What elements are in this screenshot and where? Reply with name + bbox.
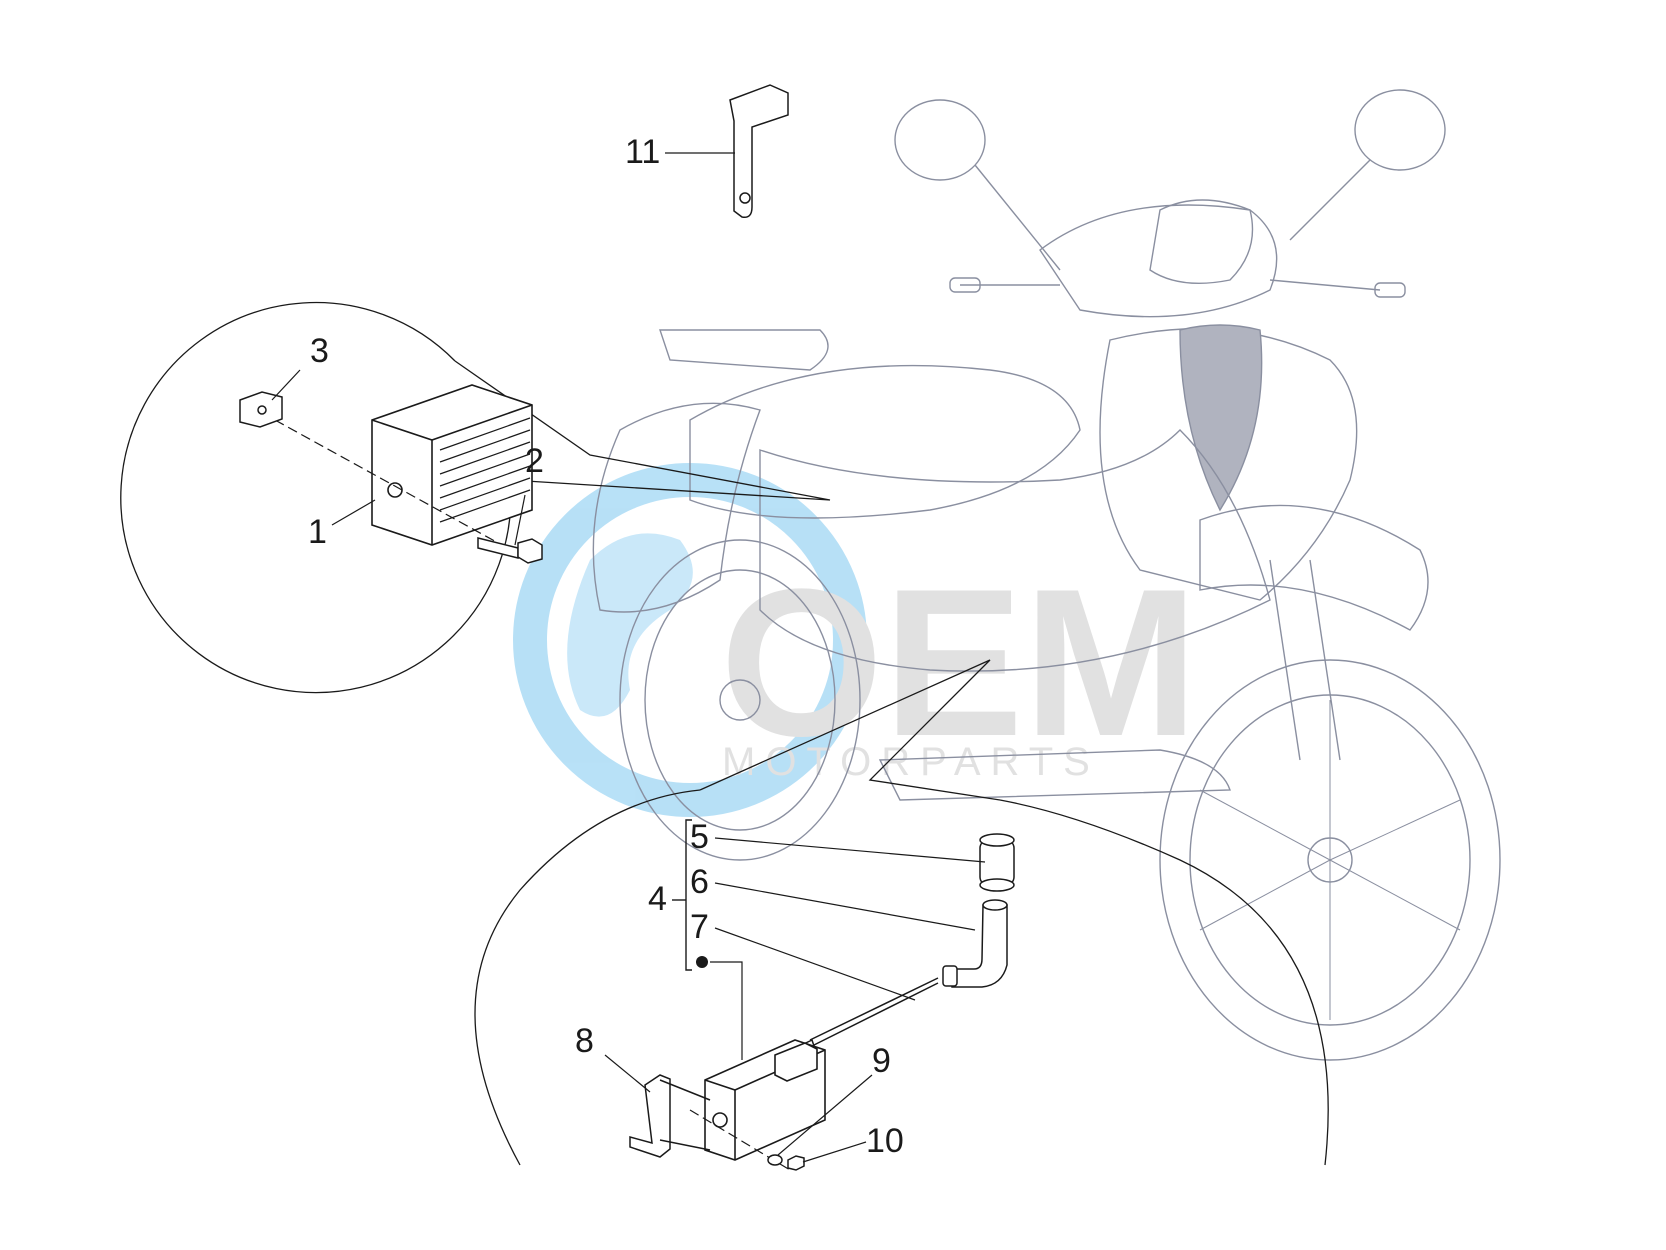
callout-11: 11 xyxy=(625,133,660,171)
bolt xyxy=(477,537,543,564)
clip-nut xyxy=(239,391,283,428)
scooter-illustration xyxy=(592,89,1501,1061)
watermark-brand: OEM xyxy=(720,545,1198,780)
side-panel xyxy=(759,429,1271,672)
left-mirror xyxy=(894,99,986,181)
seat xyxy=(689,364,1081,519)
group-bracket xyxy=(672,819,692,971)
grommet xyxy=(979,833,1015,892)
right-mirror xyxy=(1354,89,1446,171)
headset xyxy=(1039,204,1278,318)
watermark-continent-icon xyxy=(567,533,693,717)
callout-labels: 1 2 3 4 5 6 7 8 9 10 11 xyxy=(308,133,904,1160)
bracket xyxy=(729,84,789,219)
immobilizer-decoder xyxy=(704,1039,826,1161)
rear-rack xyxy=(659,329,829,371)
callout-4: 4 xyxy=(648,880,667,918)
callout-10: 10 xyxy=(866,1122,904,1160)
group-dot xyxy=(696,956,708,968)
callout-9: 9 xyxy=(872,1042,891,1080)
voltage-regulator xyxy=(371,384,533,546)
leader-lines xyxy=(271,152,986,1163)
washer xyxy=(767,1154,783,1166)
callout-5: 5 xyxy=(690,818,709,856)
antenna-cap xyxy=(942,899,1008,988)
callout-8: 8 xyxy=(575,1022,594,1060)
callout-7: 7 xyxy=(690,908,709,946)
assembly-line xyxy=(274,419,521,556)
detail-circle-immobilizer xyxy=(474,659,1329,1166)
front-grille xyxy=(1179,324,1263,512)
nut xyxy=(787,1155,805,1171)
callout-6: 6 xyxy=(690,863,709,901)
footboard xyxy=(878,749,1231,801)
front-fender xyxy=(1199,504,1429,631)
front-wheel xyxy=(1159,659,1501,1061)
support-bracket xyxy=(629,1074,711,1158)
callout-2: 2 xyxy=(525,442,544,480)
callout-1: 1 xyxy=(308,513,327,551)
rear-body xyxy=(592,402,761,613)
rear-wheel xyxy=(619,539,861,861)
callout-3: 3 xyxy=(310,332,329,370)
watermark-subtitle: MOTORPARTS xyxy=(722,740,1100,784)
